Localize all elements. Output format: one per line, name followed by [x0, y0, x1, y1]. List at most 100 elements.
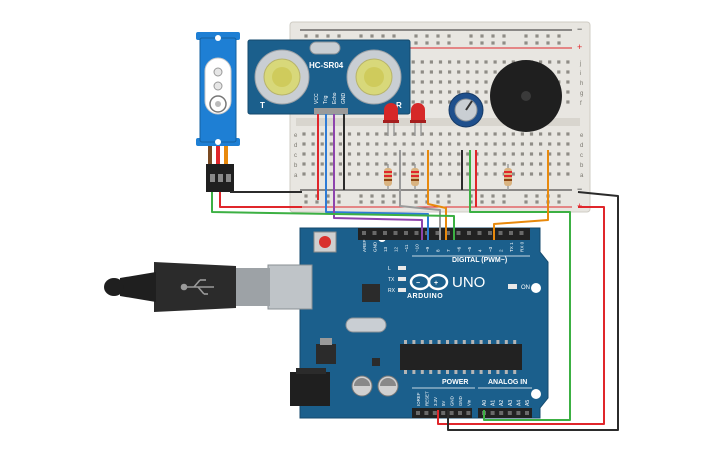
hole: [511, 132, 515, 136]
hole: [529, 162, 534, 166]
hole: [466, 142, 470, 146]
rail-hole: [447, 34, 451, 38]
hole: [548, 142, 552, 146]
rail-hole: [304, 200, 308, 204]
rail-hole: [359, 34, 363, 38]
rail-hole: [370, 194, 374, 198]
resistor-1: [384, 164, 392, 190]
board-brand: ARDUINO: [407, 293, 443, 300]
hole: [420, 90, 424, 94]
potentiometer[interactable]: [448, 92, 484, 128]
hole: [411, 142, 415, 146]
hole: [402, 142, 406, 146]
hole: [520, 162, 524, 166]
hole: [502, 142, 506, 146]
rail-hole: [502, 200, 506, 204]
digital-pin-label: 13: [383, 246, 388, 252]
hole: [420, 132, 424, 136]
hole: [347, 162, 352, 166]
hole: [466, 132, 470, 136]
hole: [375, 162, 379, 166]
sensor-pin-label: VCC: [314, 93, 320, 104]
hole: [429, 90, 433, 94]
sensor-pin-header: [314, 108, 348, 114]
hole: [375, 142, 379, 146]
analog-pin-label: A1: [491, 400, 497, 406]
hole: [493, 142, 497, 146]
row-letter: i: [580, 71, 581, 77]
hole: [375, 132, 379, 136]
hole: [347, 172, 352, 176]
hole: [457, 80, 461, 84]
hole: [457, 172, 461, 176]
hole: [384, 162, 388, 166]
header-pin: [372, 231, 377, 235]
hole: [302, 142, 306, 146]
hole: [448, 172, 452, 176]
hole: [420, 70, 424, 74]
hole: [320, 132, 324, 136]
header-pin: [383, 231, 387, 235]
hole: [557, 70, 561, 74]
hole: [566, 80, 570, 84]
hole: [438, 142, 443, 146]
header-pin: [525, 411, 529, 415]
rail-hole: [480, 41, 484, 45]
hole: [548, 162, 552, 166]
hole: [402, 162, 406, 166]
hole: [357, 152, 361, 156]
hole: [320, 162, 324, 166]
analog-label: ANALOG IN: [488, 379, 527, 386]
rail-hole: [414, 200, 418, 204]
rail-hole: [491, 200, 495, 204]
row-letter: a: [294, 173, 298, 179]
hole: [475, 60, 479, 64]
hole: [311, 162, 315, 166]
hole: [429, 70, 433, 74]
row-letter: g: [580, 91, 583, 97]
hole: [457, 70, 461, 74]
digital-header-pins: [362, 231, 524, 235]
hole: [366, 162, 370, 166]
hole: [375, 172, 379, 176]
header-pin: [393, 231, 398, 235]
hole: [557, 152, 561, 156]
hole: [393, 162, 397, 166]
voltage-regulator: [316, 344, 336, 364]
hole: [457, 60, 461, 64]
rail-hole: [436, 194, 440, 198]
reset-button-cap[interactable]: [319, 236, 331, 248]
hole: [493, 70, 497, 74]
hole: [466, 60, 470, 64]
hole: [484, 100, 488, 104]
hole: [502, 60, 506, 64]
sensor-pin-label: Trig: [323, 95, 329, 104]
hole: [393, 132, 397, 136]
rail-hole: [381, 200, 385, 204]
hole: [411, 100, 415, 104]
analog-pin-label: A4: [516, 400, 522, 406]
hole: [302, 162, 306, 166]
rail-hole: [436, 41, 440, 45]
power-pin-label: GND: [450, 396, 455, 406]
hole: [438, 90, 443, 94]
sensor-model: HC-SR04: [309, 61, 344, 70]
hole: [420, 80, 424, 84]
rail-hole: [425, 41, 429, 45]
rail-hole: [414, 34, 418, 38]
hole: [539, 60, 543, 64]
board-model: UNO: [452, 274, 485, 291]
rail-hole: [480, 200, 484, 204]
hole: [448, 90, 452, 94]
header-pin: [414, 231, 419, 235]
rail-hole: [414, 194, 418, 198]
smd-part: [372, 358, 380, 366]
digital-pin-label: AREF: [362, 240, 367, 252]
rail-hole: [557, 41, 561, 45]
status-led: [398, 288, 406, 292]
hole: [338, 162, 342, 166]
digital-pin-label: RX 0: [520, 241, 525, 252]
hole: [429, 80, 433, 84]
